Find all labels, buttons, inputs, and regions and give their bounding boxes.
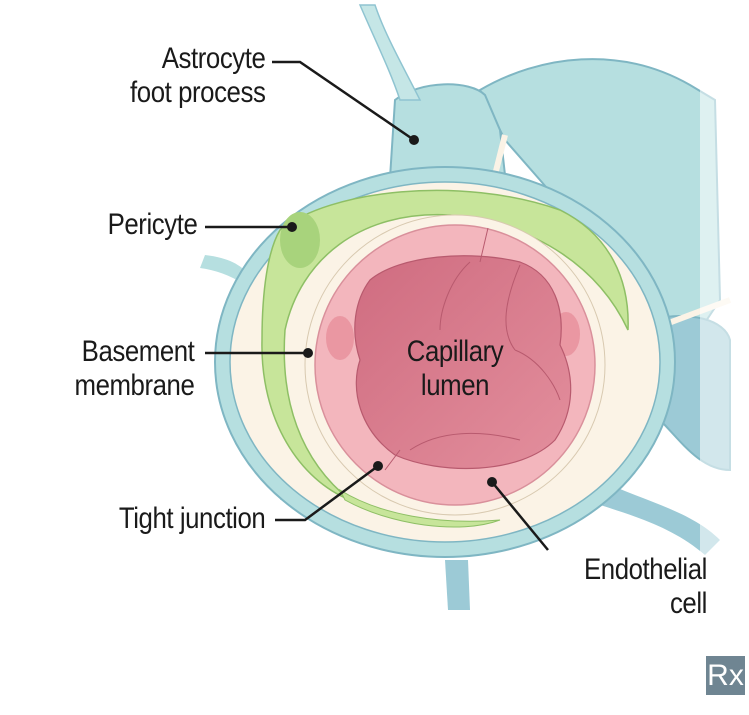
astrocyte-bottom-stem — [445, 560, 470, 610]
label-tight-junction: Tight junction — [118, 502, 266, 536]
pericyte-lower-crescent — [338, 488, 501, 528]
label-astrocyte-foot-process: Astrocyte foot process — [129, 42, 266, 110]
label-lumen-line2: lumen — [420, 369, 490, 402]
astrocyte-branch — [358, 4, 422, 101]
lumen-cell-borders — [384, 227, 561, 471]
leader-astrocyte — [272, 60, 415, 142]
label-basement-line2: membrane — [74, 369, 194, 402]
label-basement-membrane: Basement membrane — [74, 335, 194, 403]
leader-endothelial — [491, 481, 549, 551]
label-basement-line1: Basement — [81, 335, 194, 368]
pericyte-nucleus — [280, 212, 320, 268]
label-astrocyte-line2: foot process — [129, 76, 266, 109]
label-pericyte: Pericyte — [107, 208, 197, 242]
astrocyte-lower-tail — [585, 480, 720, 555]
label-lumen-line1: Capillary — [406, 335, 504, 368]
leader-dots — [287, 135, 497, 487]
label-astrocyte-line1: Astrocyte — [161, 42, 265, 75]
label-pericyte-text: Pericyte — [107, 208, 197, 241]
capillary-lumen — [354, 255, 572, 470]
label-endothelial-line2: cell — [670, 587, 707, 620]
label-tight-text: Tight junction — [118, 502, 266, 535]
rx-logo-icon: Rx — [706, 656, 745, 695]
right-edge-fade — [700, 0, 749, 710]
endothelial-nucleus-left — [326, 316, 354, 360]
label-capillary-lumen: Capillary lumen — [391, 335, 520, 403]
leader-lines — [205, 60, 549, 551]
label-endothelial-line1: Endothelial — [584, 553, 707, 586]
leader-tight — [275, 464, 379, 522]
astrocyte-divider — [492, 134, 508, 176]
label-endothelial-cell: Endothelial cell — [584, 553, 707, 621]
